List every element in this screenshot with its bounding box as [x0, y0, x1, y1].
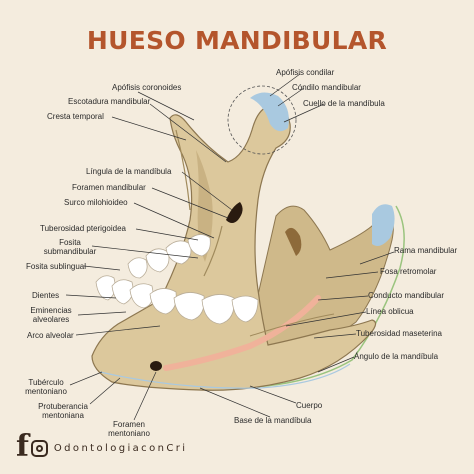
label-foramen-mentoniano: Foramen mentoniano: [108, 420, 150, 438]
instagram-icon[interactable]: [30, 439, 48, 457]
label-tuberosidad-pterigoidea: Tuberosidad pterigoidea: [40, 224, 126, 233]
label-apofisis-condilar: Apófisis condilar: [276, 68, 335, 77]
mental-foramen: [150, 361, 162, 371]
label-cresta-temporal: Cresta temporal: [47, 112, 104, 121]
label-angulo-mandibula: Ángulo de la mandíbula: [354, 352, 439, 361]
social-handle: OdontologiaconCri: [53, 443, 188, 454]
ramus-shadow: [196, 150, 213, 262]
condyle-cartilage: [250, 92, 289, 132]
label-apofisis-coronoides: Apófisis coronoides: [112, 83, 182, 92]
leader-lines: [65, 73, 395, 421]
footer-social: f OdontologiaconCri: [16, 432, 187, 462]
label-tuberosidad-maseterina: Tuberosidad maseterina: [356, 329, 442, 338]
label-lingula: Língula de la mandíbula: [86, 167, 172, 176]
far-coronoid-shadow: [285, 227, 302, 256]
label-eminencias-alveolares: Eminencias alveolares: [30, 306, 72, 324]
condyle-dashed-circle: [227, 85, 297, 155]
label-conducto-mandibular: Conducto mandibular: [368, 291, 445, 300]
page-title: HUESO MANDIBULAR: [86, 26, 388, 55]
label-surco-milohioideo: Surco milohioideo: [64, 198, 128, 207]
base-ridge: [99, 363, 351, 389]
label-dientes: Dientes: [32, 291, 60, 300]
label-linea-oblicua: Línea oblicua: [366, 307, 414, 316]
label-base-mandibula: Base de la mandíbula: [234, 416, 312, 425]
label-tuberculo-mentoniano: Tubérculo mentoniano: [25, 378, 67, 396]
label-rama-mandibular: Rama mandibular: [394, 246, 458, 255]
facebook-icon[interactable]: f: [16, 429, 29, 464]
label-arco-alveolar: Arco alveolar: [27, 331, 74, 340]
label-protuberancia-mentoniana: Protuberancia mentoniana: [38, 402, 88, 420]
coronoid-ridge: [175, 129, 191, 211]
label-fosita-sublingual: Fosita sublingual: [26, 262, 87, 271]
label-fosita-submandibular: Fosita submandibular: [43, 238, 97, 256]
label-cuerpo: Cuerpo: [296, 401, 323, 410]
mandible-body: [91, 105, 377, 391]
teeth-far: [127, 234, 211, 279]
oblique-line: [249, 313, 335, 337]
label-condilo-mandibular: Cóndilo mandibular: [292, 83, 361, 92]
label-escotadura-mandibular: Escotadura mandibular: [68, 97, 151, 106]
mandibular-canal: [163, 295, 321, 371]
mylohyoid-groove: [203, 225, 223, 277]
label-cuello-mandibula: Cuello de la mandíbula: [303, 99, 385, 108]
far-condyle: [372, 204, 395, 246]
label-fosa-retromolar: Fosa retromolar: [380, 267, 437, 276]
teeth-near: [95, 275, 259, 325]
label-foramen-mandibular: Foramen mandibular: [72, 183, 146, 192]
mandibular-foramen: [226, 202, 243, 223]
